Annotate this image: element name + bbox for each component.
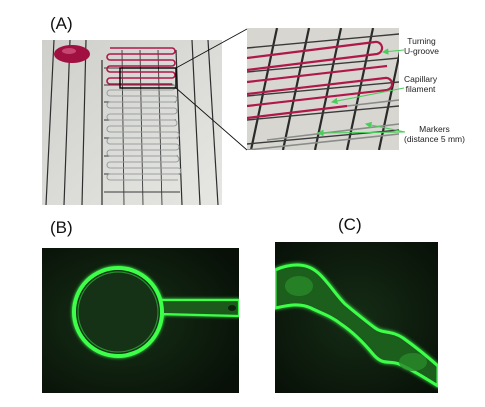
callout-capillary-line1: Capillary: [404, 74, 438, 84]
callout-turning-u-groove: Turning U-groove: [404, 36, 439, 56]
fluorescence-channel-image: [275, 242, 438, 393]
panel-label-b: (B): [50, 218, 73, 237]
callout-markers: Markers (distance 5 mm): [404, 124, 465, 144]
callout-turning-line2: U-groove: [404, 46, 439, 56]
device-overview-photo: [42, 40, 222, 205]
panel-label-a: (A): [50, 14, 73, 33]
callout-turning-line1: Turning: [407, 36, 436, 46]
fluorescence-chamber-image: [42, 248, 239, 393]
callout-capillary-filament: Capillary filament: [404, 74, 437, 94]
callout-markers-line2: (distance 5 mm): [404, 134, 465, 144]
callout-markers-line1: Markers: [419, 124, 450, 134]
panel-label-c: (C): [338, 215, 362, 234]
callout-capillary-line2: filament: [405, 84, 436, 94]
